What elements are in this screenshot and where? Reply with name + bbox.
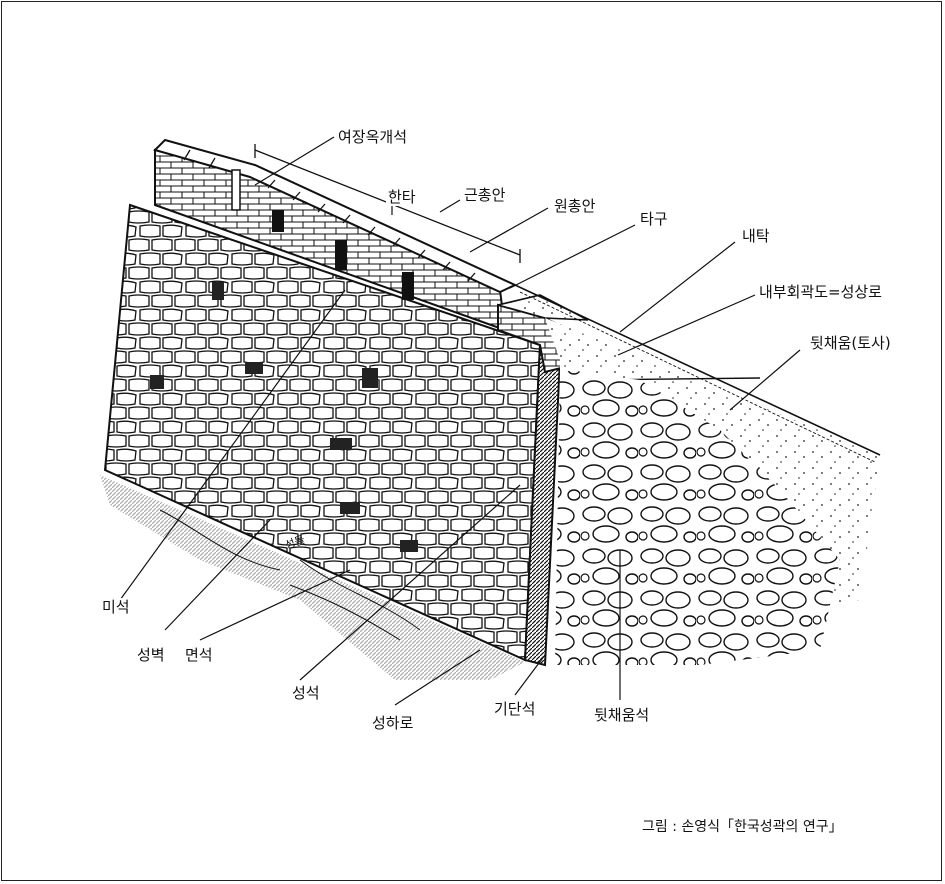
- label-gidanseok: 기단석: [492, 700, 538, 718]
- leader-lines: [119, 136, 801, 706]
- gun-holes: [272, 210, 414, 300]
- rubble-backfill: [555, 370, 840, 665]
- label-geunchongan: 근총안: [462, 186, 508, 204]
- label-dwitchaeumseok: 뒷채움석: [592, 706, 652, 724]
- grass-strokes: [159, 509, 421, 641]
- label-myeonseok: 면석: [183, 646, 215, 664]
- figure-caption: 그림 : 손영식「한국성곽의 연구」: [642, 819, 843, 835]
- label-seongseok: 성석: [290, 684, 322, 702]
- wall-loophole-marks: [150, 282, 418, 552]
- rampart-top-shading: [519, 291, 876, 463]
- coping-stone-joints: [183, 149, 476, 282]
- crenel-gaps: [231, 169, 241, 211]
- label-yeojang-okgaeseok: 여장옥개석: [336, 128, 410, 146]
- label-seongbyeok: 성벽: [135, 646, 167, 664]
- label-dwitchaeum-tosa: 뒷채움(토사): [808, 334, 893, 352]
- label-naetak: 내탁: [740, 227, 772, 245]
- label-wonchongan: 원총안: [552, 197, 598, 215]
- parapet-coping: [153, 138, 518, 294]
- rampart-top-edge: [514, 284, 881, 456]
- label-seongharo: 성하로: [370, 714, 416, 732]
- label-naebu-hoegwakdo: 내부회곽도=성상로: [757, 283, 884, 301]
- label-tagu: 타구: [638, 210, 670, 228]
- label-hanta: 한타: [386, 188, 418, 206]
- label-miseok: 미석: [100, 598, 132, 616]
